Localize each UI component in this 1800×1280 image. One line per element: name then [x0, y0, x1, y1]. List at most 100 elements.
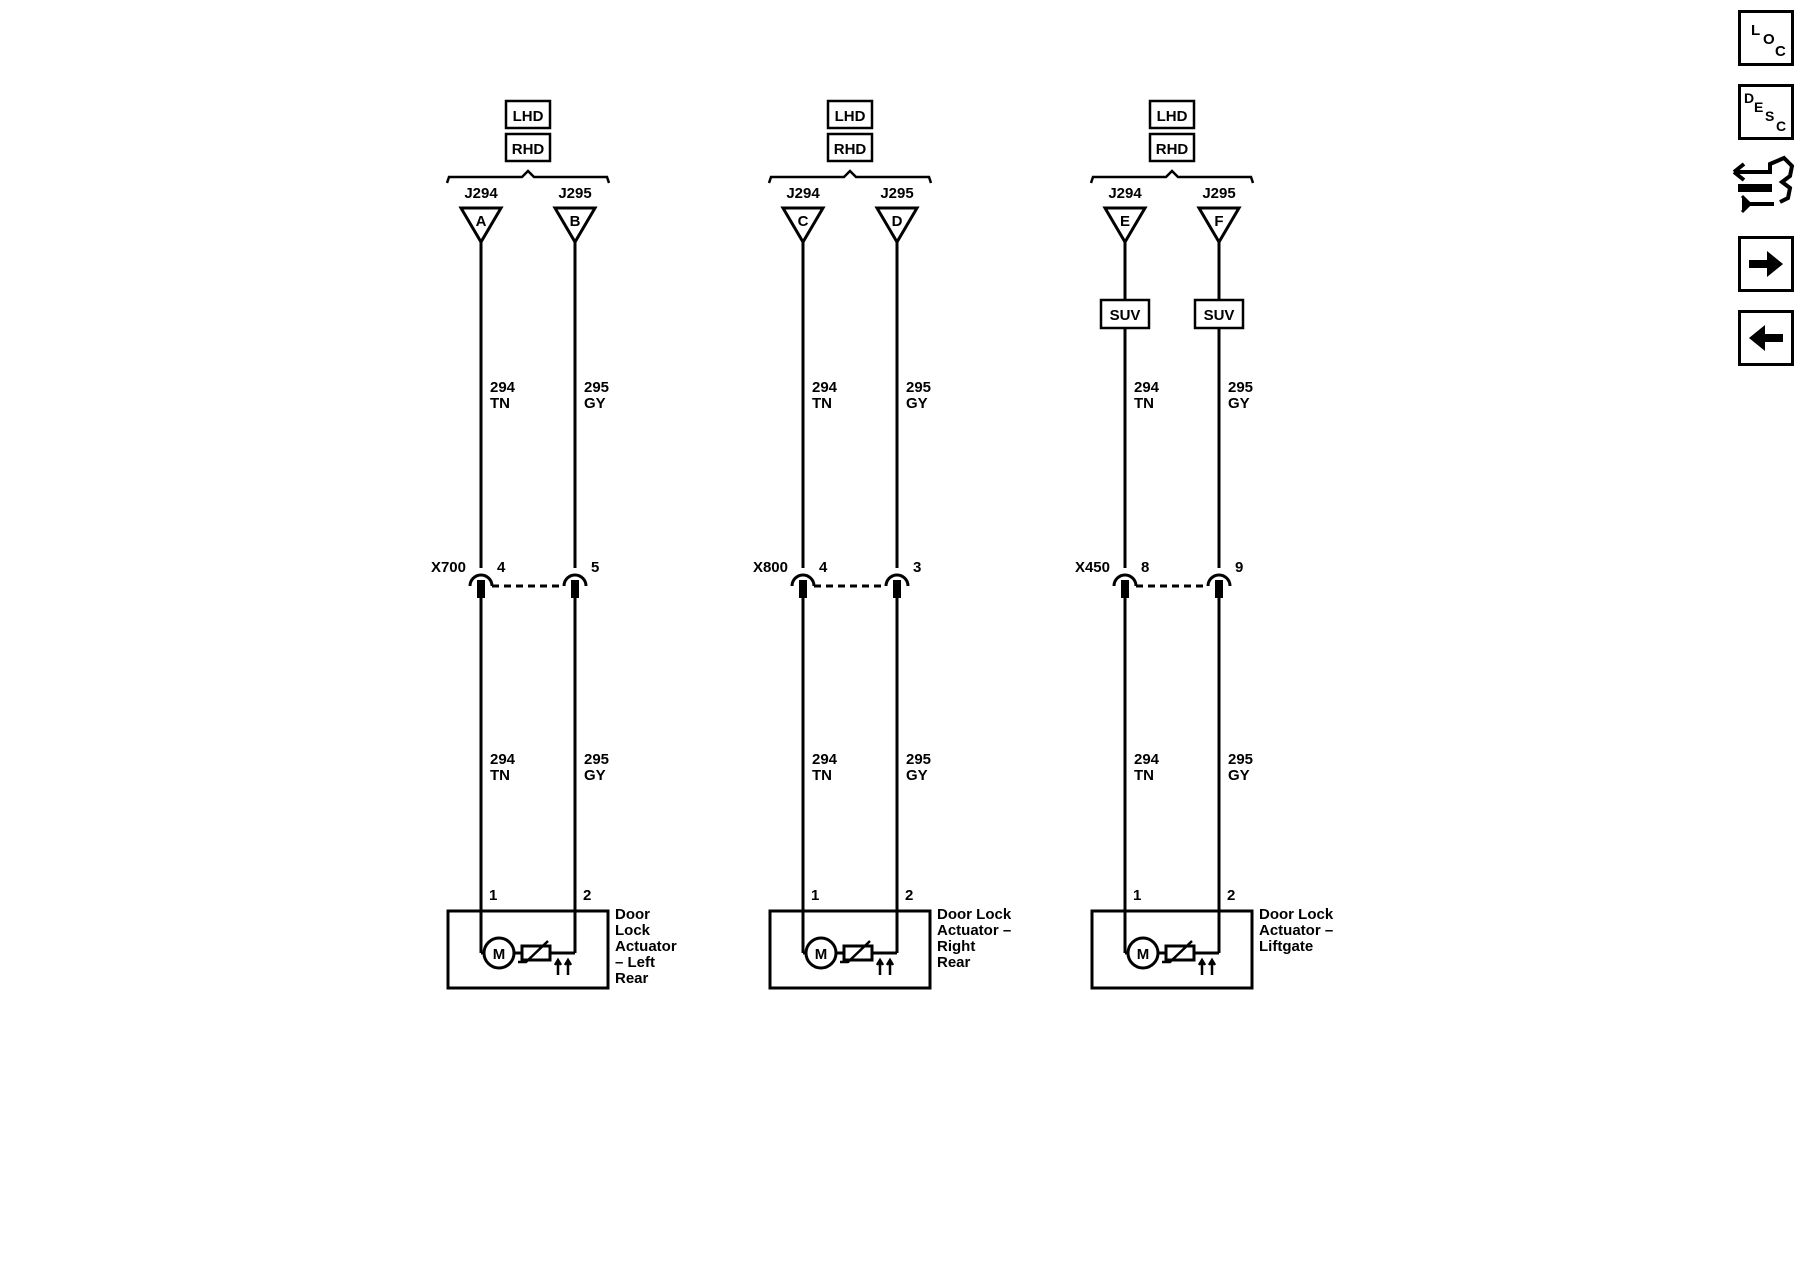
- motor-label: M: [493, 946, 506, 963]
- device-name-line: Actuator: [615, 938, 677, 955]
- terminal-label: C: [798, 213, 809, 230]
- loc-letter: O: [1763, 31, 1775, 48]
- left-arrow-icon: [1749, 325, 1783, 351]
- wire-color: TN: [490, 395, 510, 412]
- wire-color: TN: [812, 767, 832, 784]
- device-name-line: Actuator –: [1259, 922, 1333, 939]
- option-brace: [767, 169, 933, 184]
- desc-letter: D: [1744, 90, 1754, 106]
- option-brace: [1089, 169, 1255, 184]
- desc-letter: S: [1765, 108, 1774, 124]
- wire-number: 294: [812, 379, 838, 396]
- ptc-arrow: [1197, 957, 1207, 975]
- ptc-arrow: [885, 957, 895, 975]
- wire-number: 294: [1134, 751, 1160, 768]
- device-name-line: Door: [615, 906, 650, 923]
- loc-letter: C: [1775, 43, 1786, 60]
- terminal-triangle: [552, 206, 598, 245]
- device-name-line: Door Lock: [937, 906, 1012, 923]
- device-name-line: Actuator –: [937, 922, 1011, 939]
- wire-color: TN: [490, 767, 510, 784]
- connector-label: J295: [1202, 185, 1235, 202]
- option-label: LHD: [835, 108, 866, 125]
- wire-number: 294: [812, 751, 838, 768]
- ptc-arrow: [1207, 957, 1217, 975]
- inline-pin-block: [571, 580, 579, 598]
- wire-color: GY: [584, 395, 606, 412]
- inline-pin-arc: [468, 573, 494, 587]
- inline-pin-block: [1121, 580, 1129, 598]
- connector-view-button[interactable]: [1730, 152, 1798, 218]
- device-pin-number: 1: [1133, 887, 1141, 904]
- inline-pin-arc: [790, 573, 816, 587]
- wire-color: GY: [906, 767, 928, 784]
- option-box: [1148, 99, 1196, 130]
- device-box: [1090, 909, 1254, 990]
- terminal-label: A: [476, 213, 487, 230]
- wire-number: 295: [584, 379, 609, 396]
- next-button[interactable]: [1738, 236, 1794, 292]
- ptc-slash: [840, 940, 871, 964]
- motor-label: M: [1137, 946, 1150, 963]
- device-name-line: Lock: [615, 922, 651, 939]
- previous-button[interactable]: [1738, 310, 1794, 366]
- option-brace: [445, 169, 611, 184]
- inline-pin-number: 4: [497, 559, 506, 576]
- device-box: [446, 909, 610, 990]
- inline-pin-block: [477, 580, 485, 598]
- inline-pin-number: 3: [913, 559, 921, 576]
- inline-pin-number: 8: [1141, 559, 1149, 576]
- wire-color: GY: [1228, 767, 1250, 784]
- device-name-line: Rear: [937, 954, 971, 971]
- wire-number: 295: [906, 379, 931, 396]
- terminal-label: B: [570, 213, 581, 230]
- inline-pin-number: 4: [819, 559, 828, 576]
- device-name-line: Door Lock: [1259, 906, 1334, 923]
- inline-pin-block: [799, 580, 807, 598]
- option-label: LHD: [1157, 108, 1188, 125]
- option-label: RHD: [512, 141, 545, 158]
- connector-view-icon: [1732, 155, 1795, 214]
- ptc-slash: [1162, 940, 1193, 964]
- option-label: RHD: [1156, 141, 1189, 158]
- wire-color: TN: [1134, 395, 1154, 412]
- option-label: RHD: [834, 141, 867, 158]
- connector-label: J294: [1108, 185, 1142, 202]
- motor-label: M: [815, 946, 828, 963]
- location-button[interactable]: L O C: [1738, 10, 1794, 66]
- wire-color: TN: [1134, 767, 1154, 784]
- connector-label: J295: [558, 185, 591, 202]
- device-pin-number: 2: [583, 887, 591, 904]
- option-box: [504, 99, 552, 130]
- terminal-label: E: [1120, 213, 1130, 230]
- device-pin-number: 1: [489, 887, 497, 904]
- inline-connector-label: X800: [753, 559, 788, 576]
- option-label: LHD: [513, 108, 544, 125]
- inline-connector-label: X450: [1075, 559, 1110, 576]
- device-name-line: Liftgate: [1259, 938, 1313, 955]
- inline-pin-arc: [1206, 573, 1232, 587]
- wire-number: 295: [906, 751, 931, 768]
- wire-color: GY: [906, 395, 928, 412]
- desc-letter: E: [1754, 99, 1763, 115]
- suv-label: SUV: [1110, 307, 1141, 324]
- inline-pin-number: 9: [1235, 559, 1243, 576]
- option-box: [826, 99, 874, 130]
- inline-pin-arc: [562, 573, 588, 587]
- ptc-arrow: [553, 957, 563, 975]
- device-pin-number: 1: [811, 887, 819, 904]
- terminal-triangle: [458, 206, 504, 245]
- description-button[interactable]: D E S C: [1738, 84, 1794, 140]
- loc-letter: L: [1751, 22, 1760, 39]
- wire-number: 294: [1134, 379, 1160, 396]
- device-box: [768, 909, 932, 990]
- inline-pin-arc: [884, 573, 910, 587]
- option-box: [504, 132, 552, 163]
- terminal-triangle: [780, 206, 826, 245]
- ptc-arrow: [875, 957, 885, 975]
- device-pin-number: 2: [905, 887, 913, 904]
- inline-pin-number: 5: [591, 559, 599, 576]
- terminal-triangle: [1196, 206, 1242, 245]
- terminal-label: D: [892, 213, 903, 230]
